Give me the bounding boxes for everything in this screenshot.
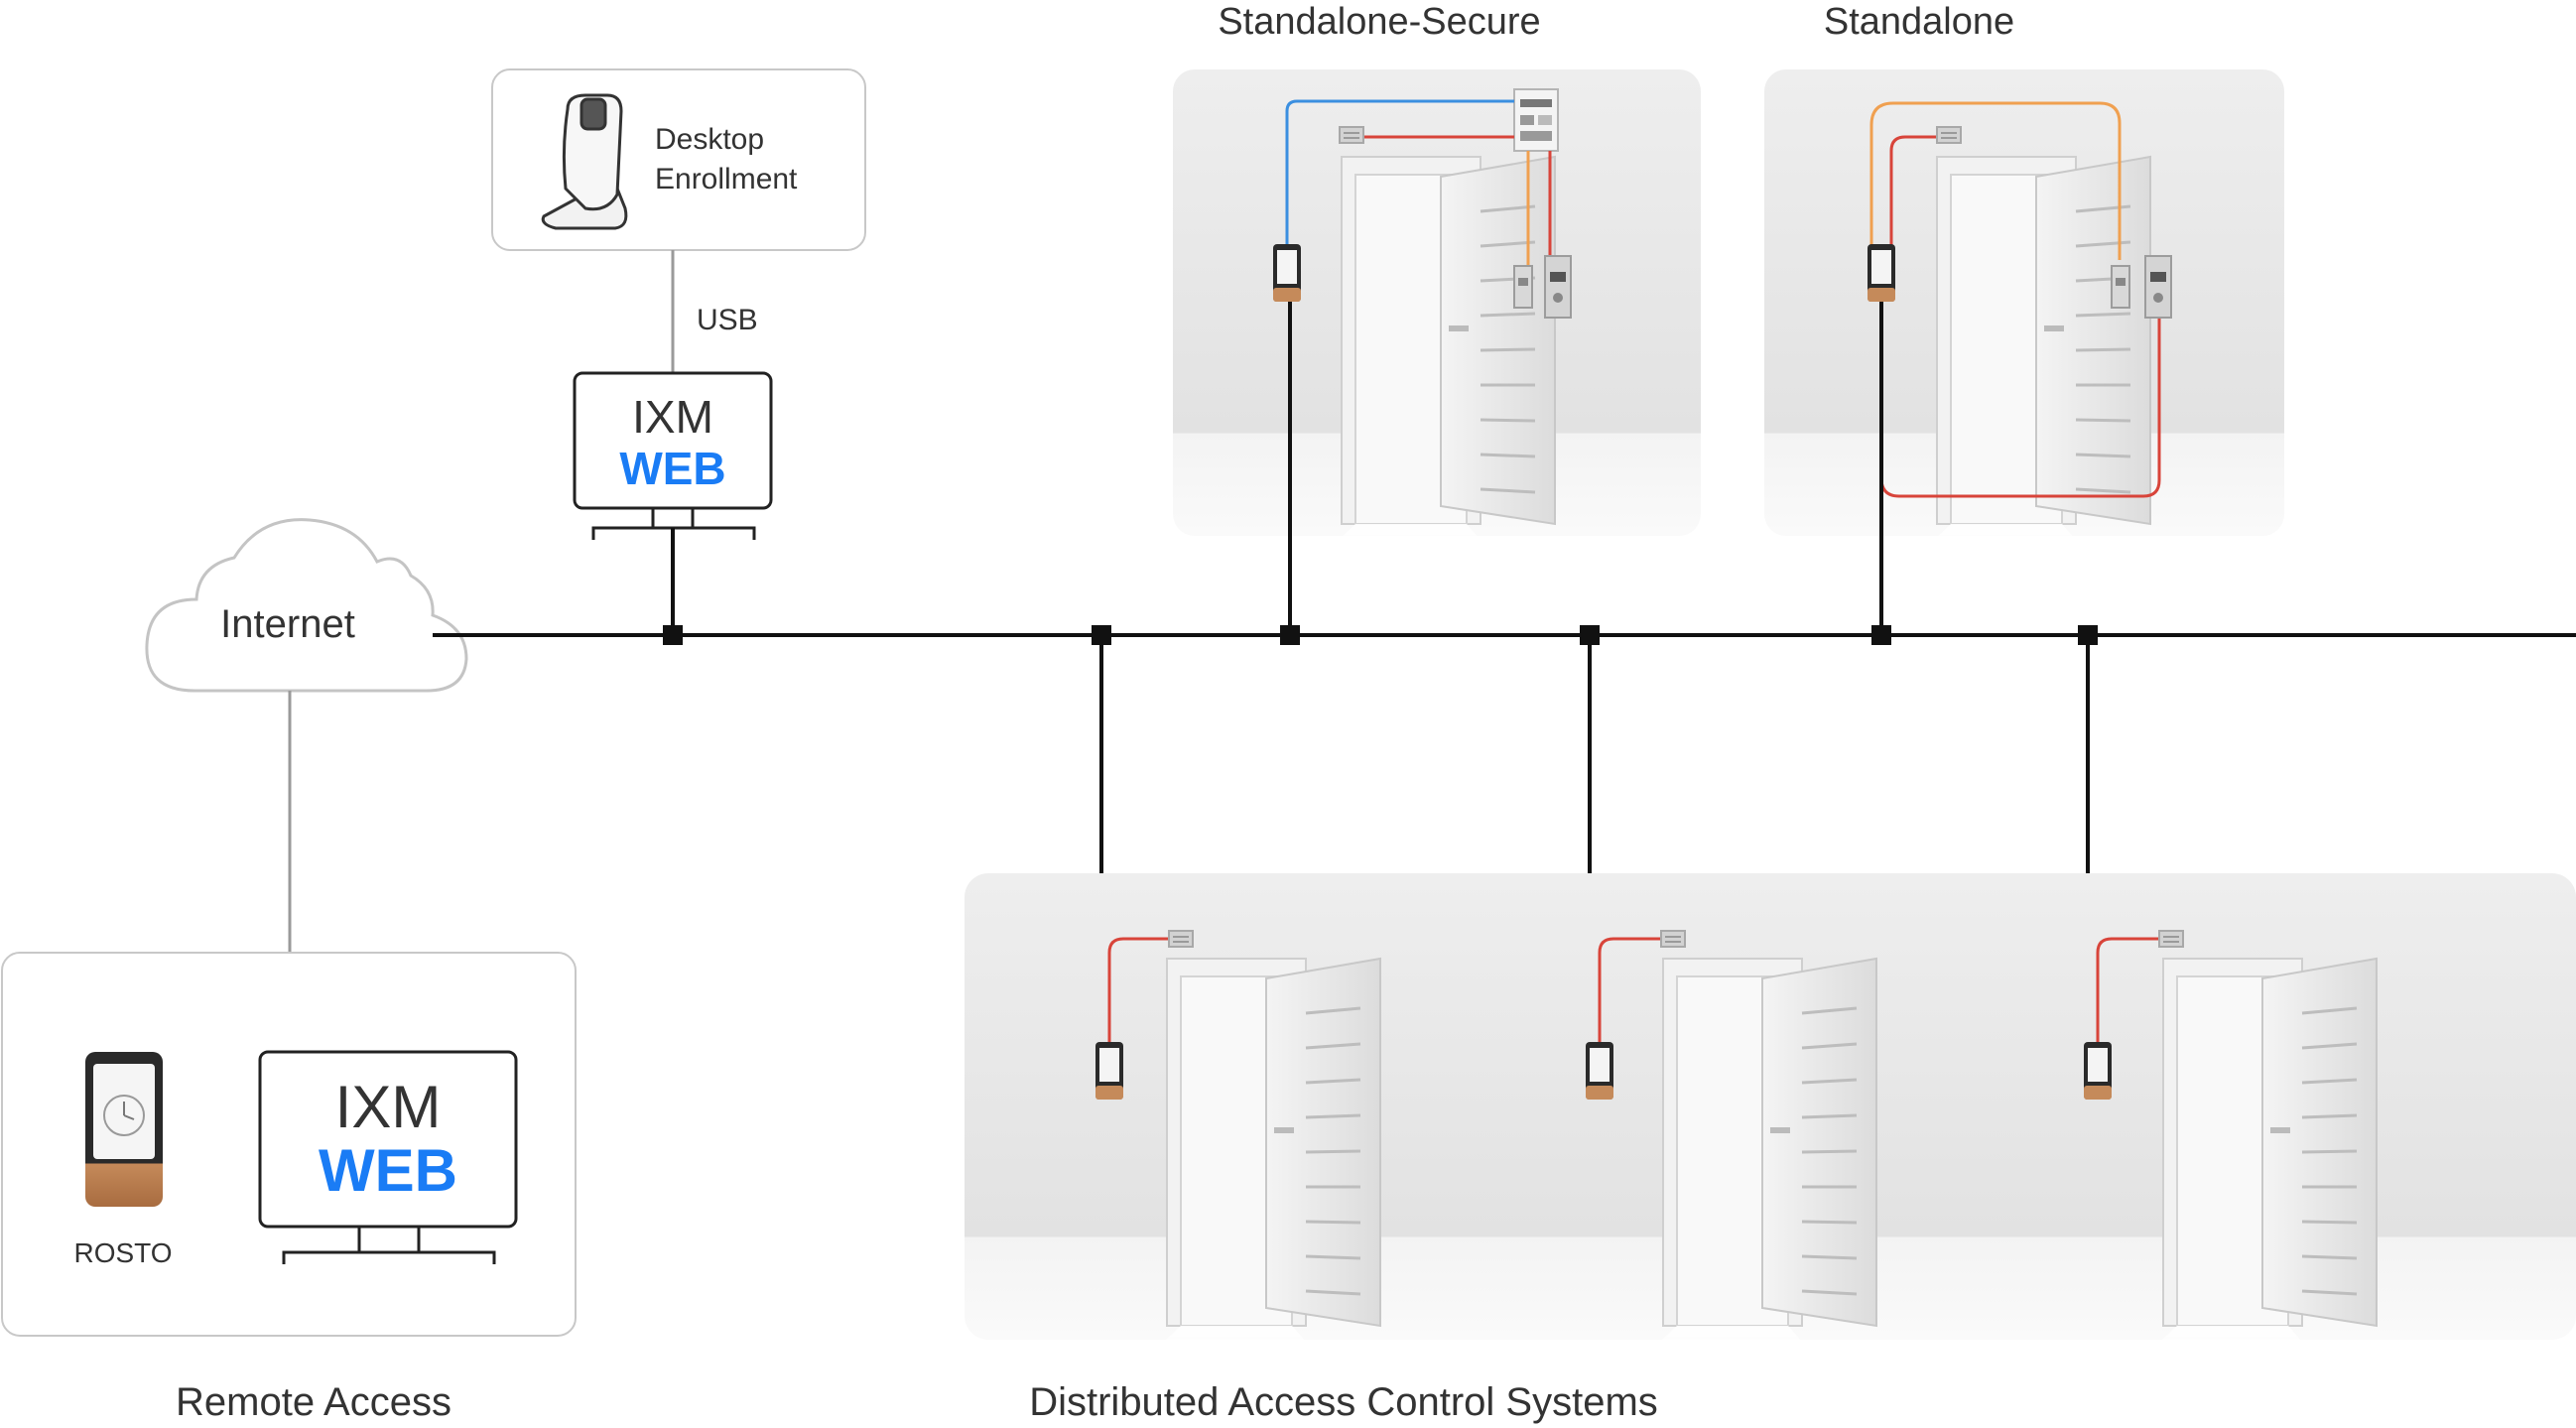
strike-icon — [1660, 930, 1686, 948]
distributed-panel — [965, 873, 2576, 1377]
ixm-web-monitor-top: IXM WEB — [573, 371, 773, 540]
door-unit-1 — [1095, 930, 1382, 1377]
exit-button-icon — [2111, 265, 2130, 309]
usb-label: USB — [697, 304, 758, 336]
strike-icon — [1168, 930, 1194, 948]
remote-access-box: ROSTO IXM WEB — [1, 952, 577, 1337]
desktop-enrollment-box: Desktop Enrollment — [491, 68, 866, 251]
exit-button-icon — [1513, 265, 1533, 309]
desktop-enrollment-label-line2: Enrollment — [655, 163, 798, 195]
control-box-icon — [1513, 88, 1559, 152]
network-junctions — [663, 625, 2098, 645]
standalone-panel — [1764, 69, 2284, 576]
ixm-web-remote-line2: WEB — [319, 1137, 457, 1204]
internet-label: Internet — [220, 602, 355, 646]
ixm-web-monitor-remote: IXM WEB — [258, 1050, 518, 1264]
rosto-label: ROSTO — [73, 1237, 172, 1268]
standalone-secure-title: Standalone-Secure — [1218, 1, 1540, 43]
exit-plate-icon — [1544, 255, 1572, 319]
reader-icon — [1273, 244, 1301, 302]
strike-icon — [1339, 126, 1364, 144]
ixm-web-remote-line1: IXM — [335, 1074, 442, 1140]
remote-access-title: Remote Access — [176, 1380, 451, 1424]
standalone-title: Standalone — [1824, 1, 2014, 43]
ixm-web-top-line1: IXM — [632, 391, 713, 443]
distributed-title: Distributed Access Control Systems — [1029, 1380, 1658, 1424]
door-unit-3 — [2084, 930, 2379, 1377]
exit-plate-icon — [2144, 255, 2172, 319]
ixm-web-top-line2: WEB — [619, 443, 725, 494]
cloud-icon — [145, 518, 468, 693]
rosto-device-icon — [85, 1052, 163, 1207]
strike-icon — [2158, 930, 2184, 948]
door-unit-2 — [1586, 930, 1878, 1377]
strike-icon — [1936, 126, 1962, 144]
reader-icon — [1095, 1042, 1123, 1100]
fingerprint-scanner-icon — [541, 93, 628, 230]
reader-icon — [1868, 244, 1895, 302]
desktop-enrollment-label-line1: Desktop — [655, 123, 764, 156]
reader-icon — [1586, 1042, 1613, 1100]
standalone-secure-panel — [1173, 69, 1701, 576]
reader-icon — [2084, 1042, 2112, 1100]
